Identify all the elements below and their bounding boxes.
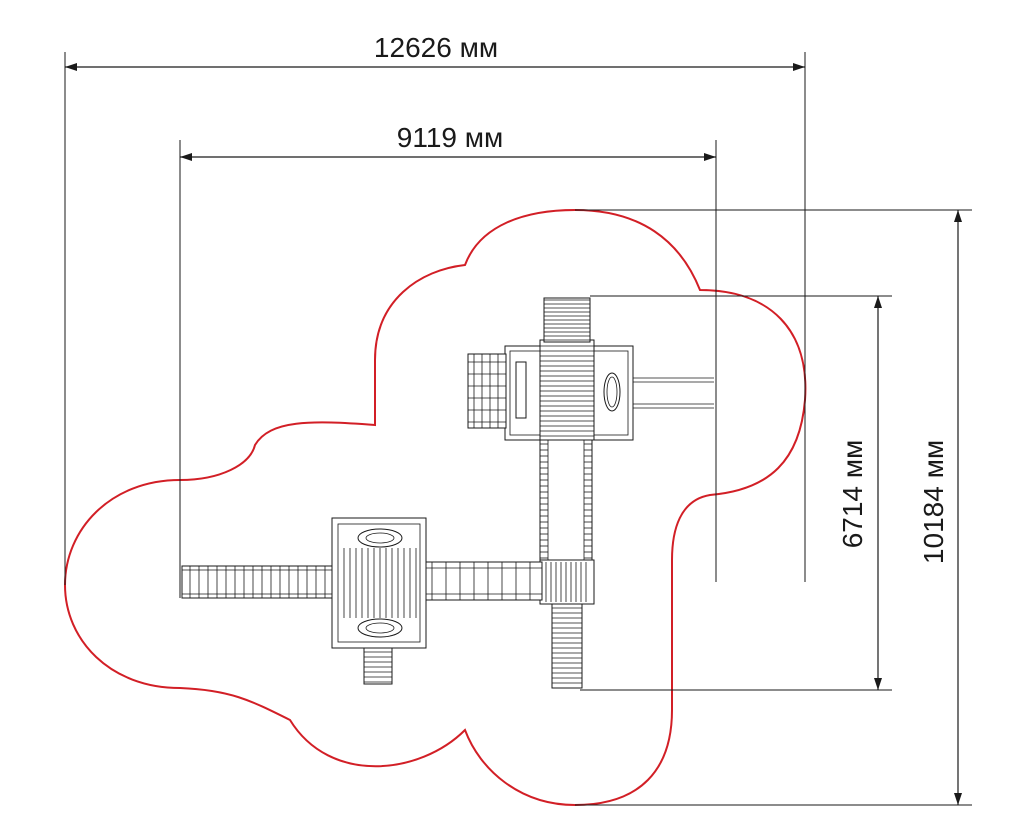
lower-right-platform	[539, 559, 595, 605]
upper-tower	[504, 339, 634, 441]
slide	[181, 565, 333, 599]
horizontal-bridge	[425, 561, 543, 601]
overall-width-label: 12626 мм	[374, 32, 498, 63]
bottom-hatch	[357, 618, 403, 638]
vertical-bridge	[539, 439, 593, 561]
top-hatch	[357, 528, 403, 548]
extension-lines	[64, 52, 972, 806]
bottom-ladder	[551, 603, 583, 689]
overall-depth-label: 10184 мм	[918, 440, 949, 564]
side-bars	[633, 377, 714, 409]
left-tower-ladder	[363, 647, 393, 685]
equipment-depth-label: 6714 мм	[837, 440, 868, 549]
top-ladder	[543, 297, 591, 343]
climbing-net	[467, 353, 507, 429]
safety-zone-outline	[63, 208, 807, 807]
equipment-width-label: 9119 мм	[397, 122, 504, 153]
crawl-tube-opening	[603, 372, 621, 412]
playground-equipment	[181, 297, 714, 689]
left-tower	[331, 517, 427, 649]
